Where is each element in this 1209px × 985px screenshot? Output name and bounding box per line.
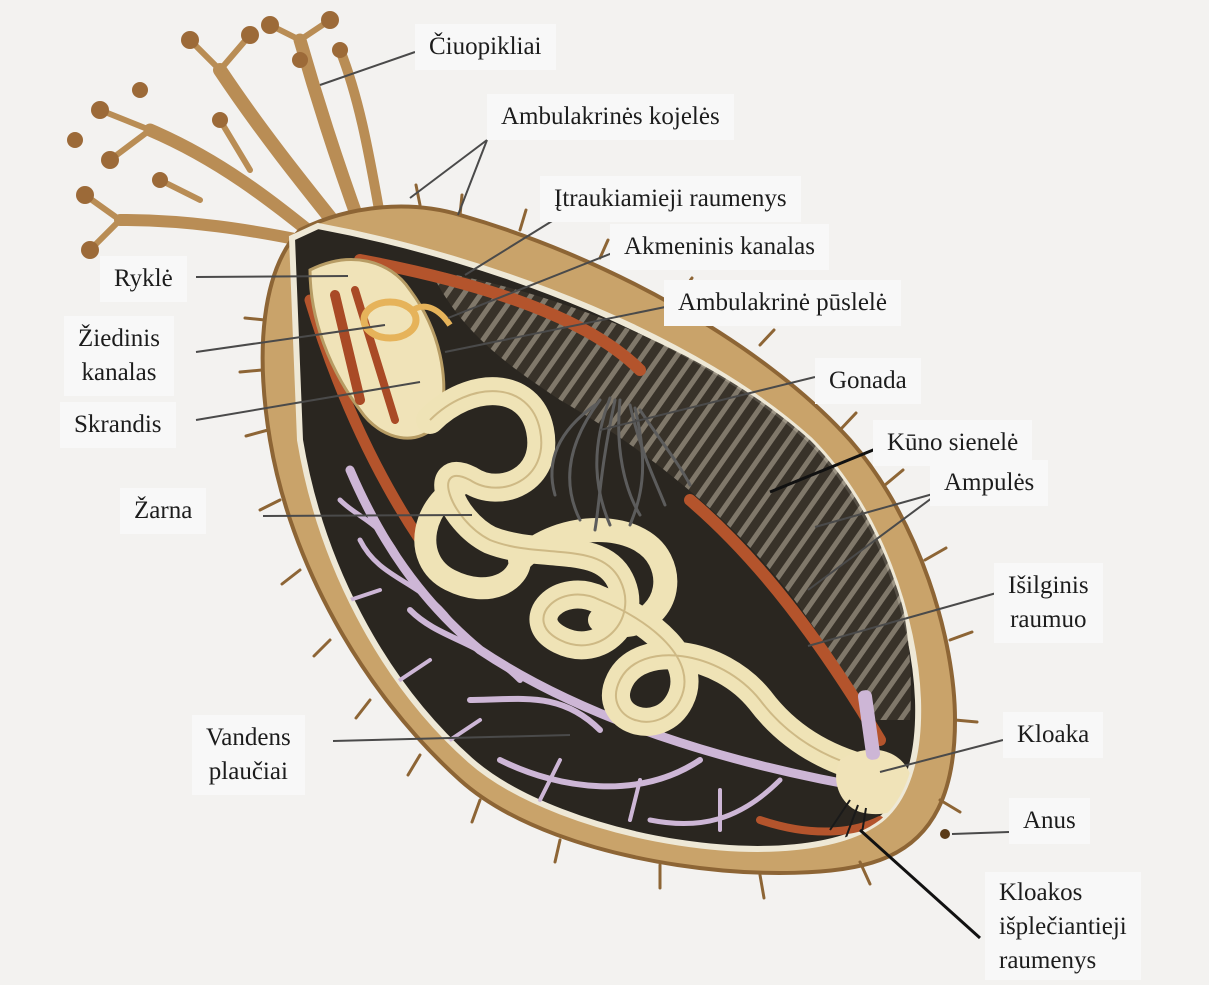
- label-gonada: Gonada: [815, 358, 921, 404]
- anus: [940, 829, 950, 839]
- label-anus: Anus: [1009, 798, 1090, 844]
- label-ampules: Ampulės: [930, 460, 1049, 506]
- label-ciuopikliai: Čiuopikliai: [415, 24, 556, 70]
- label-rykle: Ryklė: [100, 256, 187, 302]
- label-kuno-sienele: Kūno sienelė: [873, 420, 1033, 466]
- respiratory-tree: [337, 465, 885, 832]
- tentacles: [82, 17, 385, 253]
- label-akmeninis-kanalas: Akmeninis kanalas: [610, 224, 829, 270]
- label-zarna: Žarna: [120, 488, 207, 534]
- label-kloakos-isplecentieji-raumenys: Kloakos išplečiantieji raumenys: [985, 872, 1141, 980]
- cloaca-duct: [857, 690, 881, 760]
- leader-lines: [195, 51, 1010, 940]
- inner-wall-ridges: [430, 270, 911, 720]
- podia: [238, 183, 979, 900]
- label-ambulakrines-kojeles: Ambulakrinės kojelės: [487, 94, 734, 140]
- cloaca: [836, 749, 913, 815]
- label-ziedinis-kanalas: Žiedinis kanalas: [64, 316, 174, 396]
- label-kloaka: Kloaka: [1003, 712, 1104, 758]
- label-ambulakrine-puslele: Ambulakrinė pūslelė: [664, 280, 901, 326]
- tentacle-tips: [67, 11, 348, 259]
- ring-canal: [360, 298, 420, 342]
- label-vandens-plauciai: Vandens plaučiai: [192, 715, 305, 795]
- retractor-muscles: [330, 286, 399, 424]
- label-isilginis-raumuo: Išilginis raumuo: [994, 563, 1103, 643]
- gonad: [550, 396, 692, 532]
- stone-canal: [408, 303, 453, 327]
- label-skrandis: Skrandis: [60, 402, 176, 448]
- label-itraukiamieji-raumenys: Įtraukiamieji raumenys: [540, 176, 801, 222]
